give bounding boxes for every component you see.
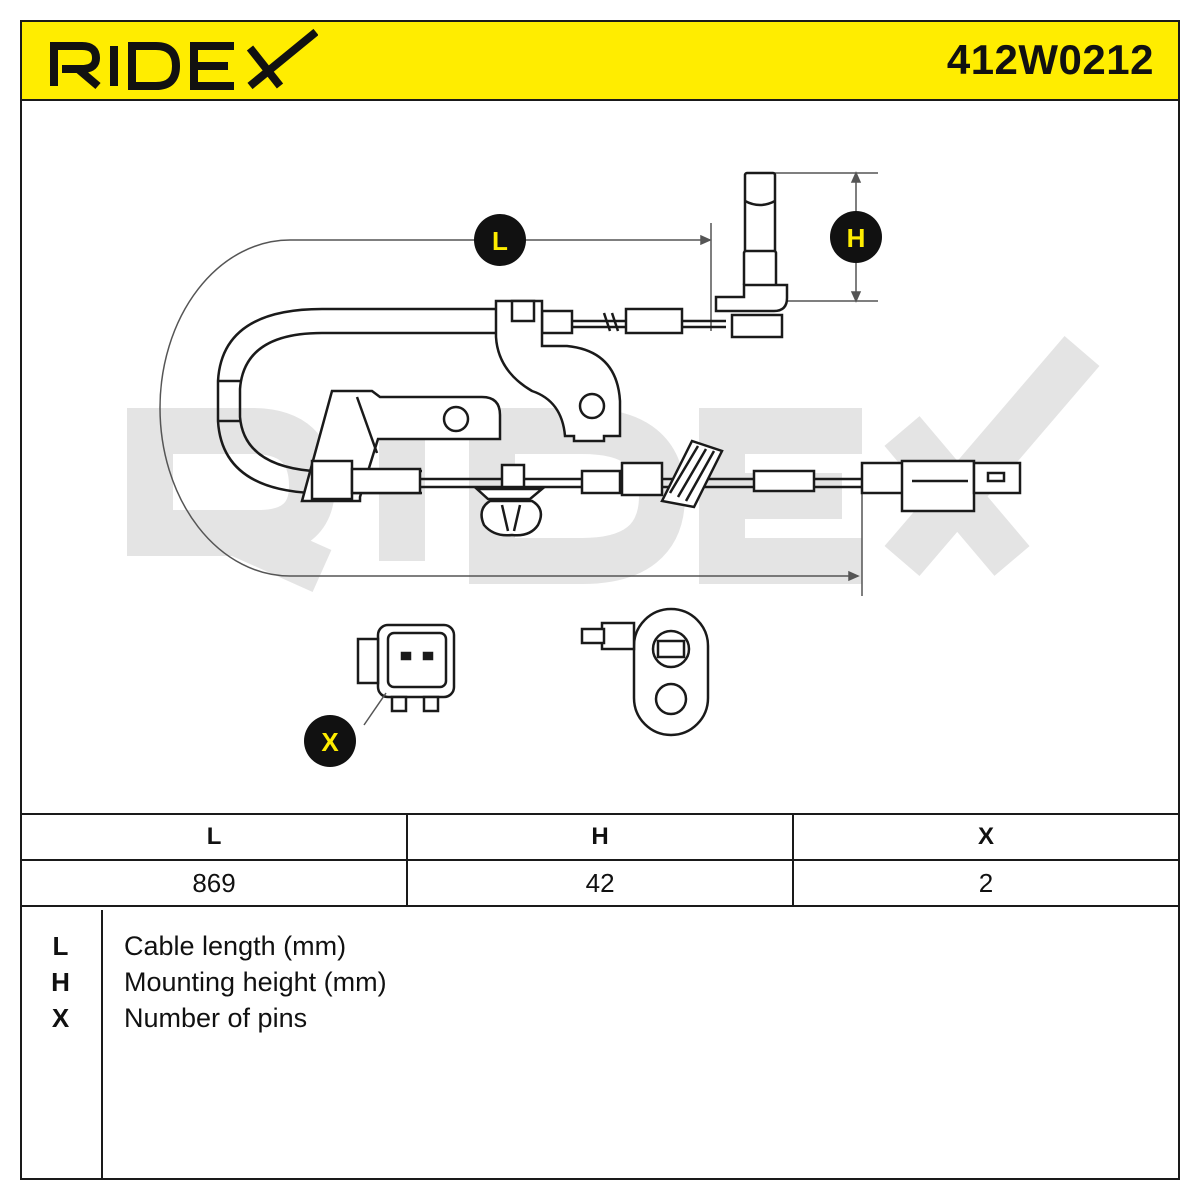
spec-header-x: X <box>792 813 1180 861</box>
legend-item-h: H Mounting height (mm) <box>20 964 1180 1000</box>
legend-key-h: H <box>51 967 70 997</box>
legend-item-l: L Cable length (mm) <box>20 928 1180 964</box>
connector-side <box>860 459 1022 513</box>
callout-x: X <box>304 715 356 767</box>
legend-text-x: Number of pins <box>124 1003 308 1033</box>
lower-cable <box>350 461 862 497</box>
spec-header-row: L H X <box>19 813 1180 861</box>
spec-header-l: L <box>19 813 409 861</box>
legend-key-l: L <box>52 931 69 961</box>
grommet <box>660 439 724 509</box>
upper-bracket <box>494 299 622 443</box>
spec-value-row: 869 42 2 <box>19 859 1180 907</box>
legend-key-x: X <box>51 1003 70 1033</box>
spec-header-h: H <box>406 813 795 861</box>
ridex-logo-graphic <box>50 28 319 90</box>
callout-l-label: L <box>492 226 508 256</box>
legend-text-h: Mounting height (mm) <box>124 967 387 997</box>
connector-front-view <box>356 623 456 726</box>
callout-h-label: H <box>847 223 866 253</box>
part-number: 412W0212 <box>946 36 1154 83</box>
header-bar: 412W0212 <box>20 20 1180 101</box>
legend-item-x: X Number of pins <box>20 1000 1180 1036</box>
length-dimension <box>159 223 863 596</box>
callout-l: L <box>474 214 526 266</box>
spec-value-h: 42 <box>406 859 795 907</box>
upper-cable <box>216 307 726 495</box>
legend-text-l: Cable length (mm) <box>124 931 347 961</box>
spec-value-x: 2 <box>792 859 1180 907</box>
sensor-head <box>714 171 789 339</box>
sensor-top-view <box>580 607 710 737</box>
callout-h: H <box>830 211 882 263</box>
brand-logo <box>48 28 319 99</box>
spec-value-l: 869 <box>19 859 409 907</box>
sensor-drawing: L H X <box>127 171 1100 767</box>
mounting-clip <box>473 487 546 537</box>
spec-table: L H X 869 42 2 <box>19 813 1180 907</box>
legend-divider <box>101 910 103 1180</box>
callout-x-label: X <box>321 727 339 757</box>
legend: L Cable length (mm) H Mounting height (m… <box>20 910 1180 1180</box>
